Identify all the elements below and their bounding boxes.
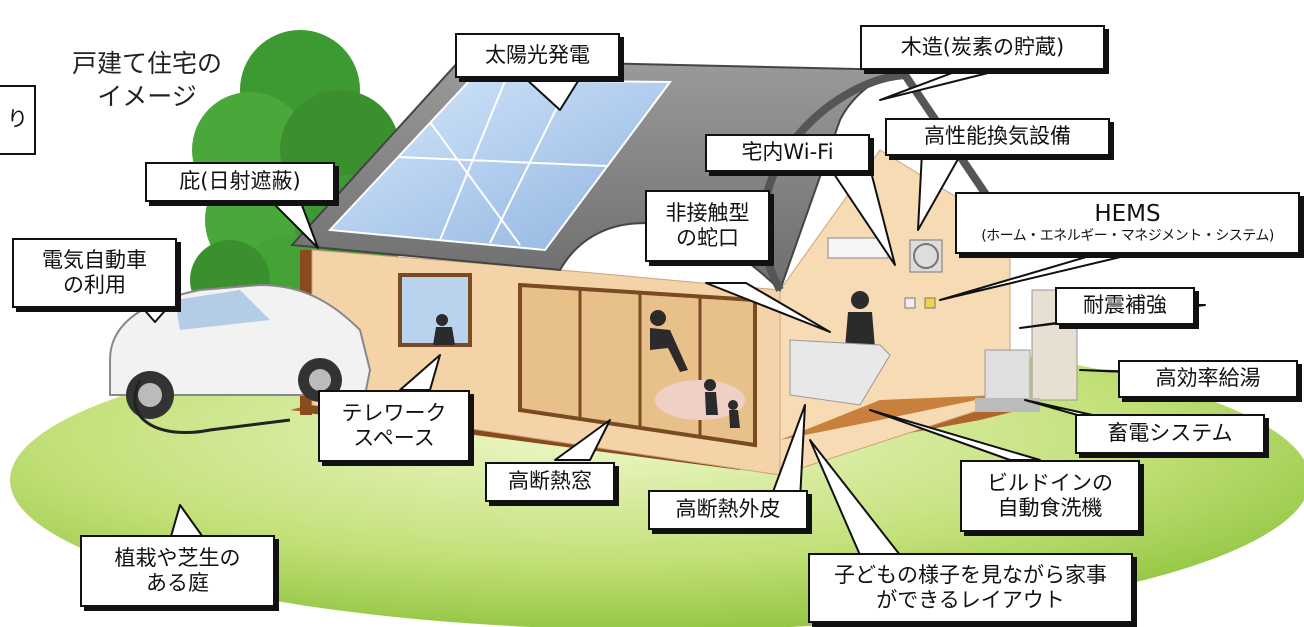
callout-wooden: 木造(炭素の貯蔵) bbox=[860, 25, 1105, 70]
callout-seismic-text: 耐震補強 bbox=[1083, 293, 1167, 318]
callout-dishwasher-line-1: ビルドインの bbox=[987, 470, 1113, 495]
callout-hems: HEMS (ホーム・エネルギー・マネジメント・システム) bbox=[955, 192, 1300, 254]
callout-seismic: 耐震補強 bbox=[1055, 287, 1195, 325]
callout-water-heater: 高効率給湯 bbox=[1118, 360, 1298, 398]
callout-solar: 太陽光発電 bbox=[455, 33, 620, 78]
battery-unit bbox=[984, 349, 1031, 406]
callout-faucet: 非接触型 の蛇口 bbox=[645, 190, 770, 262]
callout-faucet-line-1: 非接触型 bbox=[665, 200, 750, 225]
callout-solar-text: 太陽光発電 bbox=[485, 42, 590, 67]
callout-eaves: 庇(日射遮蔽) bbox=[145, 162, 335, 202]
callout-wooden-text: 木造(炭素の貯蔵) bbox=[900, 34, 1065, 59]
callout-water-heater-text: 高効率給湯 bbox=[1155, 366, 1261, 391]
callout-dishwasher-line-2: 自動食洗機 bbox=[997, 496, 1103, 520]
callout-hems-title: HEMS bbox=[1094, 200, 1161, 227]
title-line-1: 戸建て住宅の bbox=[71, 49, 222, 78]
kitchen-counter bbox=[789, 339, 891, 406]
callout-battery: 畜電システム bbox=[1075, 414, 1265, 454]
ventilation-fan bbox=[909, 239, 943, 273]
partial-label-text: り bbox=[7, 107, 28, 132]
callout-window: 高断熱窓 bbox=[485, 462, 615, 502]
callout-garden-line-2: ある庭 bbox=[146, 571, 209, 595]
callout-envelope-text: 高断熱外皮 bbox=[675, 497, 781, 522]
illustration-title: 戸建て住宅の イメージ bbox=[42, 48, 252, 113]
callout-layout: 子どもの様子を見ながら家事 ができるレイアウト bbox=[808, 553, 1133, 623]
callout-dishwasher: ビルドインの 自動食洗機 bbox=[960, 460, 1140, 532]
callout-garden: 植栽や芝生の ある庭 bbox=[80, 535, 275, 607]
callout-battery-text: 畜電システム bbox=[1107, 421, 1233, 446]
callout-ev: 電気自動車 の利用 bbox=[12, 238, 177, 308]
callout-wifi: 宅内Wi-Fi bbox=[705, 134, 870, 172]
callout-ventilation: 高性能換気設備 bbox=[885, 118, 1110, 156]
title-line-2: イメージ bbox=[97, 81, 197, 111]
callout-telework: テレワーク スペース bbox=[318, 390, 470, 462]
callout-faucet-line-2: の蛇口 bbox=[676, 226, 739, 250]
callout-layout-line-2: ができるレイアウト bbox=[876, 588, 1065, 612]
callout-ev-line-2: の利用 bbox=[63, 273, 126, 297]
callout-eaves-text: 庇(日射遮蔽) bbox=[179, 169, 301, 194]
electric-car bbox=[109, 283, 372, 435]
callout-telework-line-2: スペース bbox=[353, 426, 435, 450]
callout-hems-subtitle: (ホーム・エネルギー・マネジメント・システム) bbox=[981, 228, 1274, 245]
callout-telework-line-1: テレワーク bbox=[341, 400, 447, 425]
callout-garden-line-1: 植栽や芝生の bbox=[114, 545, 241, 570]
callout-ev-line-1: 電気自動車 bbox=[42, 247, 147, 272]
callout-layout-line-1: 子どもの様子を見ながら家事 bbox=[834, 562, 1107, 587]
callout-envelope: 高断熱外皮 bbox=[648, 490, 808, 530]
partial-label-box: り bbox=[0, 85, 36, 155]
callout-ventilation-text: 高性能換気設備 bbox=[924, 124, 1071, 149]
callout-wifi-text: 宅内Wi-Fi bbox=[741, 140, 834, 165]
callout-window-text: 高断熱窓 bbox=[508, 469, 592, 494]
solar-panels bbox=[327, 78, 672, 252]
